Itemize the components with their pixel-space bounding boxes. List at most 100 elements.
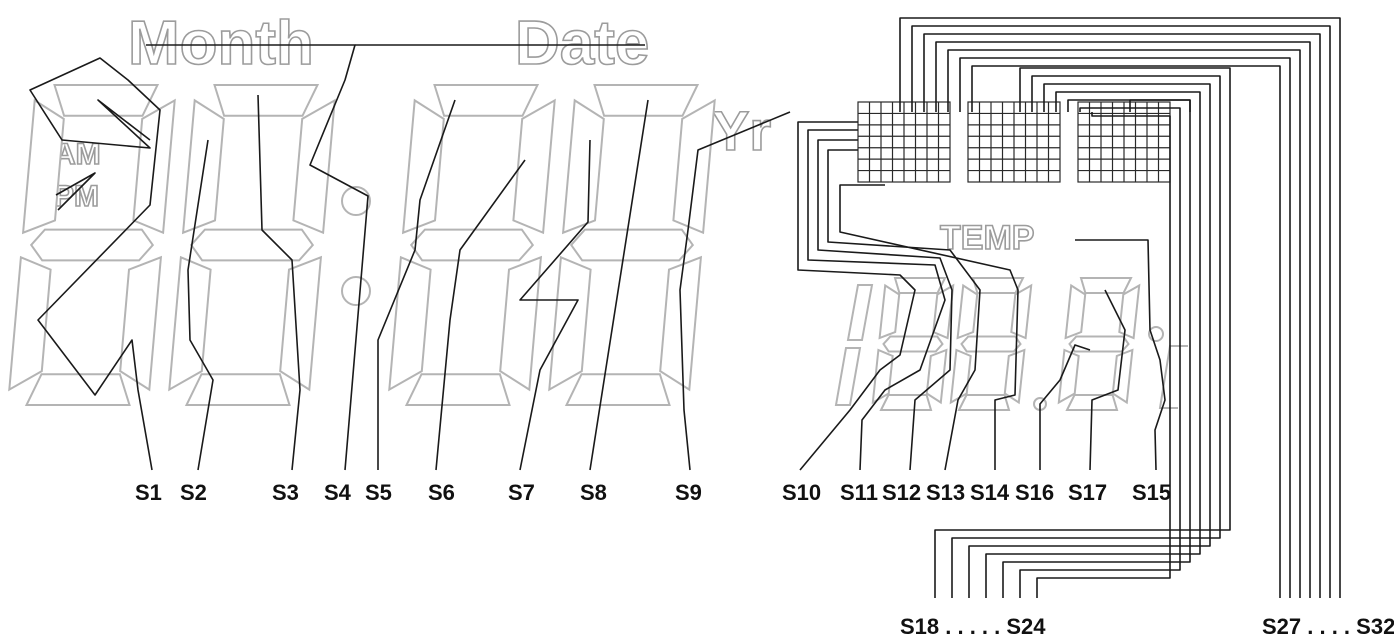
- temp-digit-2-seg-d: [879, 394, 933, 411]
- date-label: Date: [515, 9, 649, 78]
- lead-s10: [797, 121, 916, 471]
- grid-1: [857, 101, 951, 183]
- bus-s27-s32-1: [899, 17, 1341, 598]
- temp-digit-4-seg-g: [1068, 335, 1130, 353]
- big-digit-3-seg-d: [404, 373, 511, 406]
- pin-s11: S11: [840, 480, 878, 505]
- big-digit-1-seg-d: [24, 373, 131, 406]
- bus-s18-s24-1: [934, 67, 1231, 598]
- temp-digit-4-seg-e: [1057, 348, 1080, 405]
- bus-s18-s24-4: [985, 91, 1201, 598]
- temp-digit-1-bottom: [834, 347, 862, 406]
- temp-digit-4-seg-b: [1118, 283, 1141, 340]
- pin-s13: S13: [926, 480, 965, 505]
- big-digit-1-seg-f: [21, 98, 65, 235]
- big-digit-3-seg-g: [409, 228, 535, 262]
- lead-s12: [817, 139, 953, 471]
- pin-labels: S1 S2 S3 S4 S5 S6 S7 S8 S9 S10 S11 S12 S…: [135, 480, 1394, 639]
- bus-s27-s32-5: [947, 49, 1301, 598]
- bus-s18-s24-2: [951, 75, 1221, 598]
- big-digit-4-seg-d: [564, 373, 671, 406]
- grid-2: [967, 101, 1061, 183]
- pin-s2: S2: [180, 480, 207, 505]
- pin-s10: S10: [782, 480, 821, 505]
- lead-am-pm: [55, 172, 96, 211]
- lead-s11: [807, 129, 946, 471]
- big-digit-1-seg-c: [119, 255, 163, 392]
- big-digit-2: [168, 84, 336, 406]
- lead-s16: [1039, 344, 1091, 470]
- big-digit-3-seg-a: [433, 84, 540, 117]
- big-digit-4-seg-g: [569, 228, 695, 262]
- temp-digit-3-seg-f: [956, 283, 979, 340]
- temp-digit-1-top: [846, 284, 874, 341]
- bus-s27-s32-3: [923, 33, 1321, 598]
- bus-s27-s32-6: [959, 57, 1291, 598]
- pin-s12: S12: [882, 480, 921, 505]
- temp-digit-4-seg-f: [1064, 283, 1087, 340]
- temp-digit-3-seg-a: [971, 277, 1025, 294]
- lead-s14: [839, 184, 1019, 470]
- bus-grid3-link: [1129, 99, 1191, 112]
- temp-digit-3-seg-e: [949, 348, 972, 405]
- bus-lines: [899, 17, 1341, 598]
- pin-s14: S14: [970, 480, 1010, 505]
- pin-s17: S17: [1068, 480, 1107, 505]
- big-digit-1-seg-a: [53, 84, 160, 117]
- colon-dot-top: [341, 186, 371, 216]
- lead-s15: [1075, 239, 1166, 471]
- bus-s27-s32-7: [971, 65, 1281, 598]
- leader-lines: [29, 44, 1166, 471]
- pin-s18-s24: S18 . . . . . S24: [900, 614, 1046, 639]
- bus-s18-s24-6: [1019, 107, 1181, 598]
- temperature-digits: [834, 277, 1141, 411]
- temp-digit-3-seg-c: [1003, 348, 1026, 405]
- lead-s6: [435, 159, 526, 471]
- dot-matrix-grids: [857, 101, 1171, 183]
- big-digit-4-seg-a: [593, 84, 700, 117]
- bus-s27-s32-4: [935, 41, 1311, 598]
- temp-digit-4-seg-a: [1079, 277, 1133, 294]
- celsius-symbol: [1158, 345, 1188, 409]
- lead-s7: [519, 139, 591, 471]
- bus-s18-s24-7: [1036, 112, 1171, 598]
- big-digit-2-seg-d: [184, 373, 291, 406]
- temp-digit-3-seg-g: [960, 335, 1022, 353]
- pin-s5: S5: [365, 480, 392, 505]
- lead-s17: [1089, 289, 1126, 471]
- pin-s16: S16: [1015, 480, 1054, 505]
- temp-digit-4-seg-c: [1111, 348, 1134, 405]
- colon-dot-bottom: [341, 276, 371, 306]
- big-digit-4-seg-f: [561, 98, 605, 235]
- bus-s27-s32-2: [911, 25, 1331, 598]
- big-digit-4: [548, 84, 716, 406]
- lead-s3: [257, 94, 301, 471]
- big-digit-1: [8, 84, 176, 406]
- big-digits: [8, 84, 716, 406]
- big-digit-2-seg-g: [189, 228, 315, 262]
- big-digit-3: [388, 84, 556, 406]
- lead-s13: [827, 149, 981, 471]
- pin-s7: S7: [508, 480, 535, 505]
- pin-s27-s32: S27 . . . . S32: [1262, 614, 1394, 639]
- big-digit-4-seg-e: [548, 255, 592, 392]
- big-digit-3-seg-b: [512, 98, 556, 235]
- big-digit-3-seg-c: [499, 255, 543, 392]
- big-digit-1-seg-g: [29, 228, 155, 262]
- lead-s4: [146, 44, 369, 471]
- bus-s18-s24-5: [1002, 99, 1191, 598]
- big-digit-4-seg-b: [672, 98, 716, 235]
- pin-s4: S4: [324, 480, 352, 505]
- pin-s1: S1: [135, 480, 162, 505]
- yr-label: Yr: [712, 99, 771, 162]
- pin-s9: S9: [675, 480, 702, 505]
- month-label: Month: [128, 9, 314, 78]
- temp-digit-3-seg-d: [957, 394, 1011, 411]
- pin-s3: S3: [272, 480, 299, 505]
- big-digit-3-seg-f: [401, 98, 445, 235]
- big-digit-2-seg-c: [279, 255, 323, 392]
- pin-s6: S6: [428, 480, 455, 505]
- pin-s8: S8: [580, 480, 607, 505]
- lead-s2: [187, 139, 214, 471]
